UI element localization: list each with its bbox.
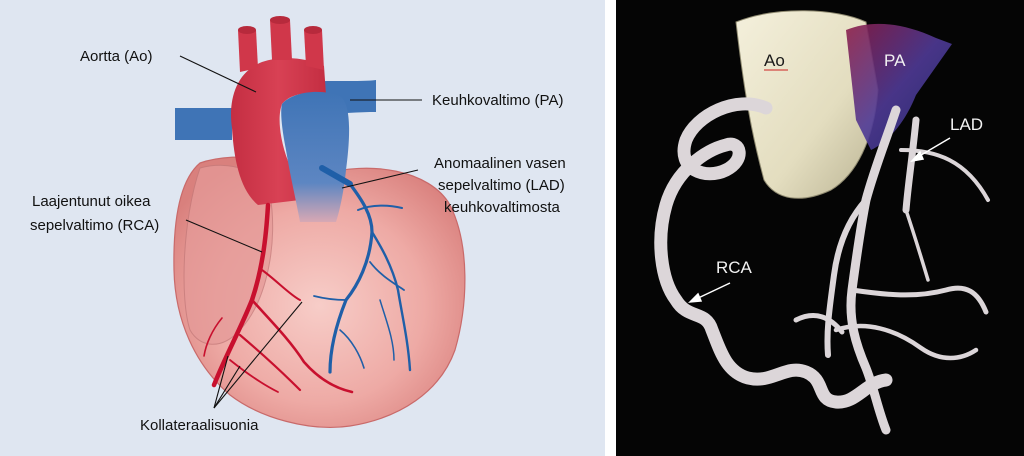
ct-label-rca: RCA (716, 258, 753, 277)
ct-reconstruction-image: Ao PA LAD RCA (616, 0, 1024, 456)
label-collaterals: Kollateraalisuonia (140, 417, 259, 434)
ct-reconstruction-panel: Ao PA LAD RCA (616, 0, 1024, 456)
aortic-branch-3 (304, 30, 324, 70)
label-rca-line-2: sepelvaltimo (RCA) (30, 217, 159, 234)
label-rca-line-1: Laajentunut oikea (32, 193, 151, 210)
pulmonary-branch-left (175, 108, 232, 140)
label-pulmonary-artery: Keuhkovaltimo (PA) (432, 92, 563, 109)
heart-illustration-panel: Aortta (Ao) Keuhkovaltimo (PA) Anomaalin… (0, 0, 605, 456)
heart-illustration: Aortta (Ao) Keuhkovaltimo (PA) Anomaalin… (0, 0, 605, 456)
aortic-branch-1 (238, 30, 258, 72)
label-lad-line-1: Anomaalinen vasen (434, 155, 566, 172)
aortic-branch-2 (270, 20, 292, 60)
label-lad-line-2: sepelvaltimo (LAD) (438, 177, 565, 194)
label-lad-line-3: keuhkovaltimosta (444, 199, 561, 216)
ct-label-pa: PA (884, 51, 906, 70)
ct-pulmonary-artery (846, 24, 952, 150)
label-aorta: Aortta (Ao) (80, 48, 153, 65)
ct-label-ao: Ao (764, 51, 785, 70)
ct-label-lad: LAD (950, 115, 983, 134)
